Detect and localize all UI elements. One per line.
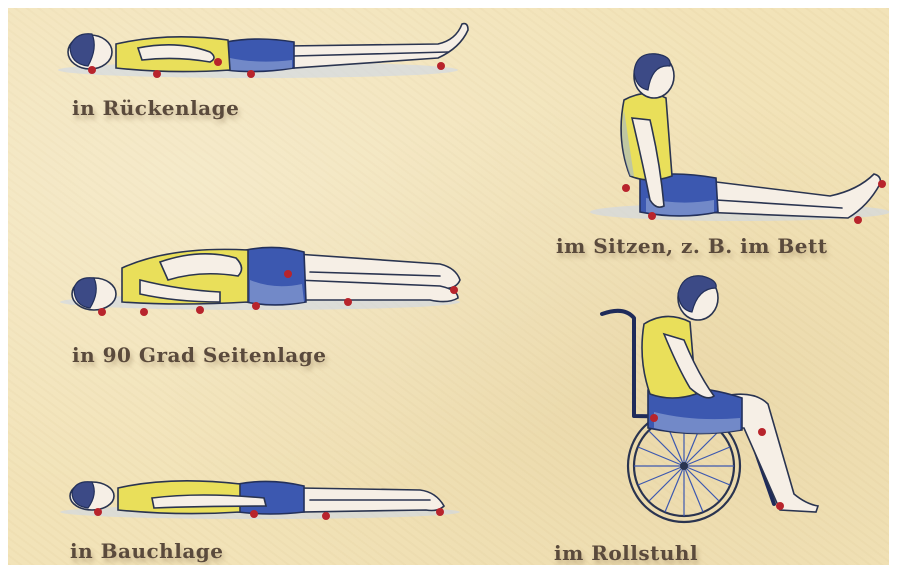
caption-side-90: in 90 Grad Seitenlage — [72, 343, 326, 367]
pressure-point — [153, 70, 161, 78]
caption-prone: in Bauchlage — [70, 539, 224, 563]
prone-figure — [60, 470, 460, 526]
side-lying-figure — [60, 240, 470, 320]
pressure-point — [88, 66, 96, 74]
pressure-point — [214, 58, 222, 66]
pressure-point — [878, 180, 886, 188]
caption-sitting-bed: im Sitzen, z. B. im Bett — [556, 234, 828, 258]
pressure-point — [776, 502, 784, 510]
pressure-point — [140, 308, 148, 316]
pressure-point — [196, 306, 204, 314]
pressure-point — [322, 512, 330, 520]
pressure-point — [437, 62, 445, 70]
supine-figure — [58, 18, 478, 88]
pressure-point — [94, 508, 102, 516]
pressure-point — [854, 216, 862, 224]
pressure-point — [98, 308, 106, 316]
wheelchair-figure — [594, 278, 824, 514]
pressure-point — [252, 302, 260, 310]
pressure-point — [648, 212, 656, 220]
illustration-panel: in Rückenlage im Sitzen, z. B. im Bett — [8, 8, 889, 565]
pressure-point — [622, 184, 630, 192]
pressure-point — [250, 510, 258, 518]
caption-supine: in Rückenlage — [72, 96, 239, 120]
pressure-point — [650, 414, 658, 422]
pressure-point — [450, 286, 458, 294]
pressure-point — [436, 508, 444, 516]
pressure-point — [284, 270, 292, 278]
pressure-point — [344, 298, 352, 306]
caption-wheelchair: im Rollstuhl — [554, 541, 698, 565]
pressure-point — [247, 70, 255, 78]
sitting-bed-figure — [590, 50, 889, 230]
pressure-point — [758, 428, 766, 436]
